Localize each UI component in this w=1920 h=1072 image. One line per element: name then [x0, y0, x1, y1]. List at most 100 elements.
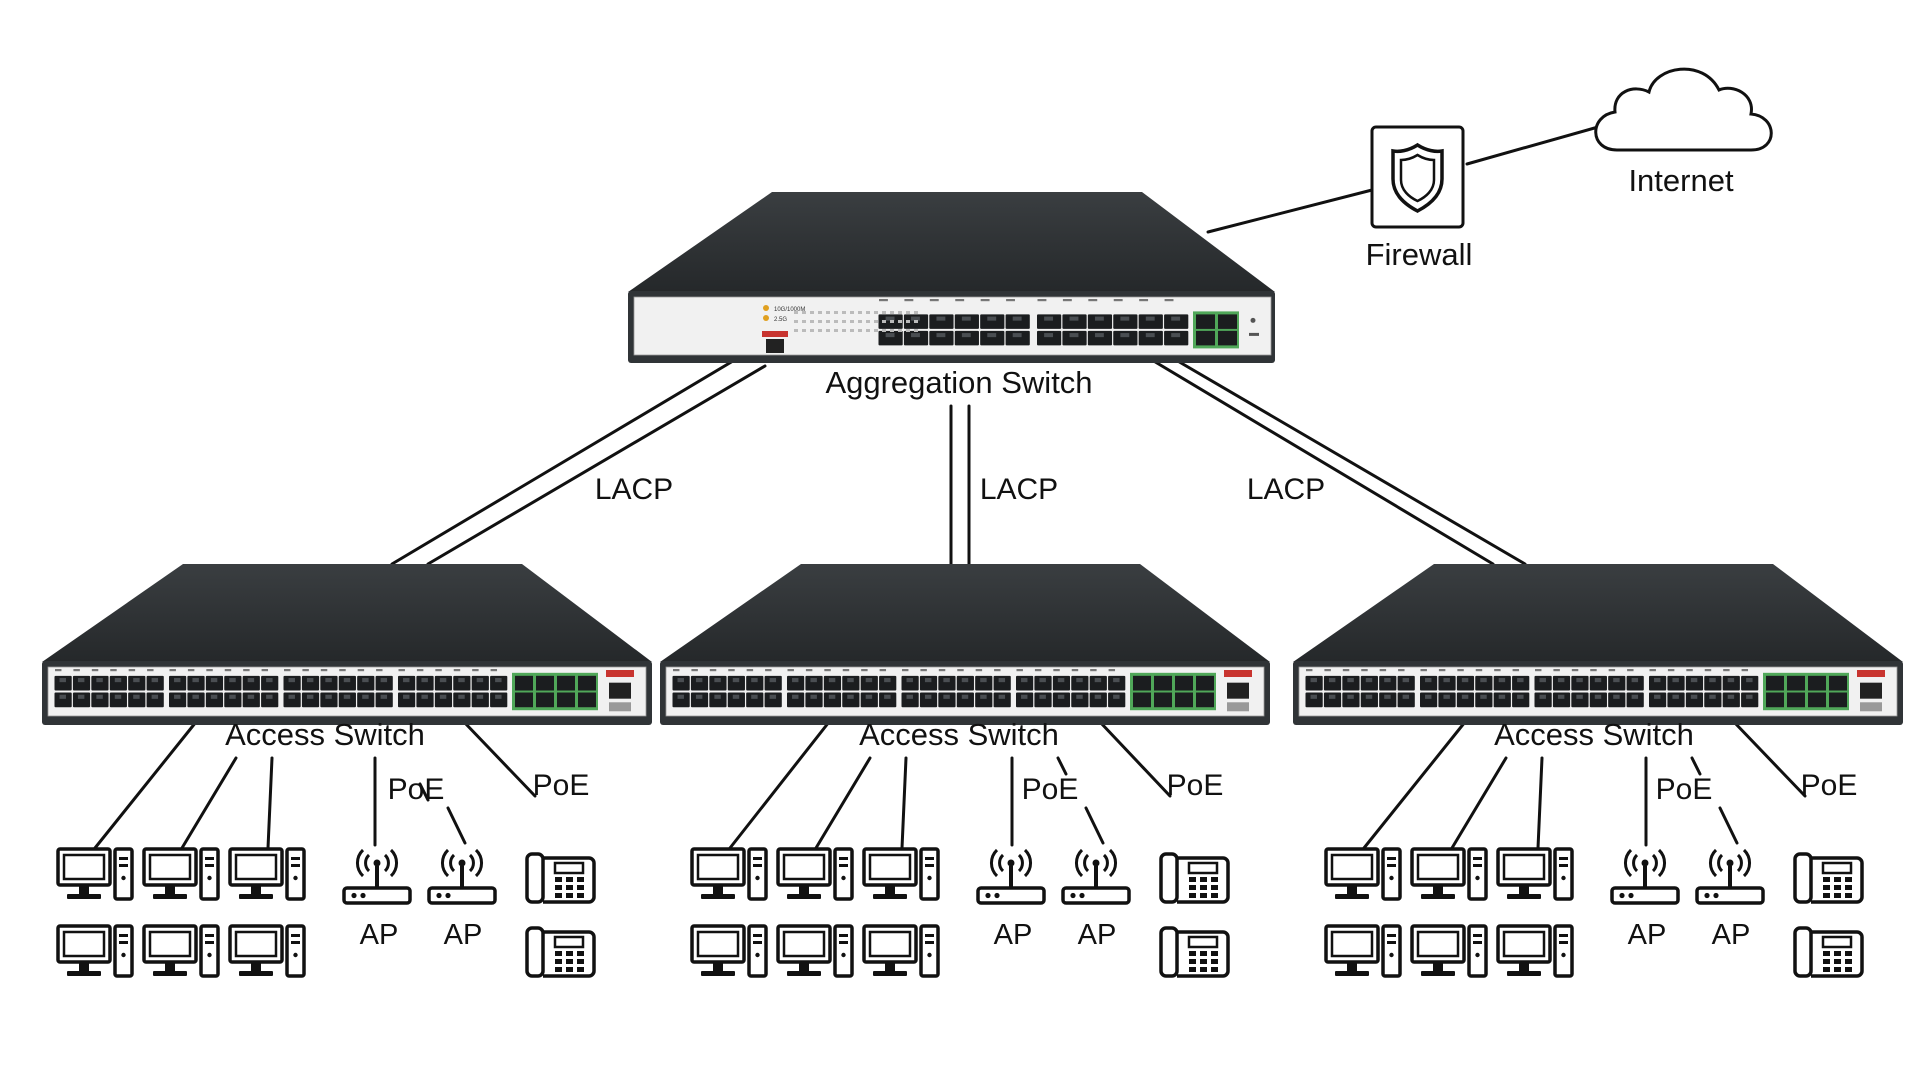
- rj45-port: [1323, 692, 1342, 708]
- desk-phone-icon: [1793, 852, 1864, 904]
- rj45-port: [1164, 314, 1189, 329]
- rj45-port: [1534, 692, 1552, 708]
- rj45-port: [980, 330, 1005, 346]
- poe-label: PoE: [532, 769, 590, 802]
- desktop-pc-icon: [690, 924, 768, 978]
- rj45-port: [109, 675, 127, 691]
- desktop-pc-icon: [142, 924, 220, 978]
- rj45-port: [954, 314, 979, 329]
- rj45-port: [261, 675, 279, 691]
- rj45-port: [1608, 675, 1626, 691]
- rj45-port: [764, 675, 782, 691]
- rj45-port: [1438, 692, 1456, 708]
- rj45-port: [242, 675, 260, 691]
- sfp-port: [1133, 675, 1151, 691]
- access-switch-label: Access Switch: [225, 717, 425, 752]
- rj45-port: [1649, 675, 1667, 691]
- desk-phone-icon: [1159, 926, 1230, 978]
- rj45-port: [1493, 692, 1511, 708]
- rj45-port: [1626, 675, 1644, 691]
- rj45-port: [357, 675, 375, 691]
- desktop-pc-icon: [142, 847, 220, 901]
- access-switch-label: Access Switch: [859, 717, 1059, 752]
- rj45-port: [1071, 692, 1089, 708]
- console-port: [1860, 682, 1882, 699]
- rj45-port: [879, 675, 897, 691]
- rj45-port: [1493, 675, 1511, 691]
- rj45-port: [1037, 314, 1062, 329]
- rj45-port: [187, 675, 205, 691]
- rj45-port: [1108, 675, 1126, 691]
- desk-phone-icon: [525, 926, 596, 978]
- rj45-port: [690, 675, 709, 691]
- rj45-port: [823, 692, 842, 708]
- rj45-port: [1138, 330, 1163, 346]
- rj45-port: [416, 675, 434, 691]
- sfp-port: [557, 692, 575, 708]
- rj45-port: [54, 692, 72, 708]
- desktop-pc-icon: [1496, 924, 1574, 978]
- rj45-port: [434, 675, 453, 691]
- rj45-port: [1016, 675, 1034, 691]
- access-switch-2: [660, 564, 1270, 725]
- rj45-port: [320, 692, 338, 708]
- rj45-port: [91, 675, 109, 691]
- rj45-port: [1741, 675, 1759, 691]
- rj45-port: [1062, 314, 1087, 329]
- rj45-port: [128, 692, 146, 708]
- rj45-port: [301, 692, 320, 708]
- desktop-pc-icon: [228, 924, 306, 978]
- sfp-port: [1196, 692, 1214, 708]
- rj45-port: [672, 675, 690, 691]
- lacp-label-right: LACP: [1246, 473, 1326, 506]
- rj45-port: [879, 692, 897, 708]
- sfp-port: [1829, 675, 1847, 691]
- lacp-link-right-b: [1174, 358, 1527, 566]
- ap-label: AP: [993, 919, 1033, 951]
- rj45-port: [1087, 314, 1113, 329]
- end-devices-layer: [56, 847, 1864, 978]
- sfp-port: [1175, 675, 1193, 691]
- rj45-port: [1552, 692, 1571, 708]
- rj45-port: [1113, 330, 1138, 346]
- rj45-port: [1475, 692, 1493, 708]
- rj45-port: [1722, 675, 1740, 691]
- rj45-port: [169, 692, 187, 708]
- rj45-port: [672, 692, 690, 708]
- rj45-port: [398, 675, 416, 691]
- rj45-port: [860, 692, 878, 708]
- rj45-port: [1512, 675, 1530, 691]
- access-switch-3: [1293, 564, 1903, 725]
- sfp-port: [1766, 692, 1784, 708]
- poe-label: PoE: [1021, 773, 1079, 806]
- lacp-label-center: LACP: [979, 473, 1059, 506]
- firewall-internet-link: [1465, 125, 1600, 166]
- desktop-pc-icon: [1410, 847, 1488, 901]
- rj45-port: [787, 692, 805, 708]
- access-switch-label: Access Switch: [1494, 717, 1694, 752]
- rj45-port: [1475, 675, 1493, 691]
- lacp-label-left: LACP: [594, 473, 674, 506]
- rj45-port: [490, 692, 508, 708]
- sfp-port: [1808, 675, 1826, 691]
- desktop-pc-icon: [56, 847, 134, 901]
- rj45-port: [746, 675, 764, 691]
- sfp-port: [515, 692, 533, 708]
- rj45-port: [91, 692, 109, 708]
- ap-label: AP: [359, 919, 399, 951]
- rj45-port: [320, 675, 338, 691]
- desktop-pc-icon: [776, 847, 854, 901]
- rj45-port: [709, 692, 727, 708]
- rj45-port: [1589, 692, 1607, 708]
- sfp-port: [515, 675, 533, 691]
- rj45-port: [1016, 692, 1034, 708]
- wireless-ap-icon: [1695, 848, 1765, 905]
- poe-label: PoE: [1166, 769, 1224, 802]
- rj45-port: [109, 692, 127, 708]
- rj45-port: [375, 692, 393, 708]
- rj45-port: [1305, 675, 1323, 691]
- panel-legend-text: 10G/1000M: [774, 307, 805, 313]
- rj45-port: [842, 675, 860, 691]
